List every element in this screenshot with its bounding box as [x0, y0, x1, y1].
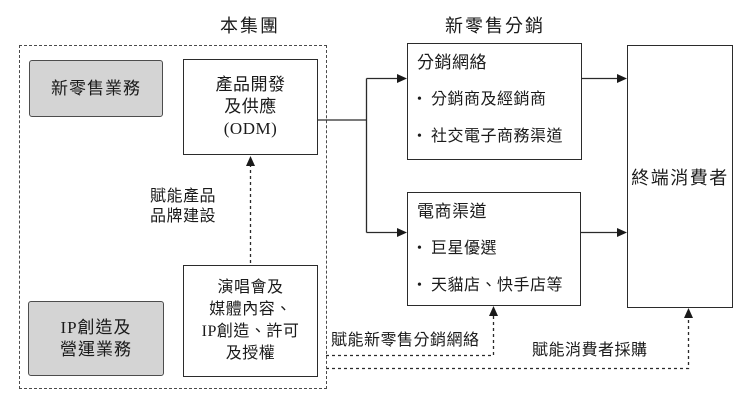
empower-product-brand-line-1: 賦能產品 — [149, 188, 216, 205]
end-consumer-label: 終端消費者 — [631, 167, 729, 188]
odm-box: 產品開發 及供應 (ODM) — [183, 59, 318, 155]
distribution-network-title: 分銷網絡 — [417, 53, 487, 72]
distribution-bullet-1-text: 分銷商及經銷商 — [431, 91, 547, 108]
distribution-network-box: 分銷網絡 • 分銷商及經銷商 • 社交電子商務渠道 — [407, 43, 582, 160]
bullet-icon: • — [417, 129, 423, 144]
ecommerce-channel-box: 電商渠道 • 巨星優選 • 天貓店、快手店等 — [407, 192, 581, 306]
connector-ecommerce-to-consumer — [581, 228, 627, 237]
connector-empower-distribution-dashed — [326, 306, 498, 357]
ip-content-box: 演唱會及 媒體內容、 IP創造、許可 及授權 — [183, 265, 318, 377]
connector-branch-to-ecommerce — [366, 228, 407, 237]
distribution-bullet-2: • 社交電子商務渠道 — [417, 127, 575, 147]
connector-branch-to-distribution-network — [366, 74, 407, 83]
distribution-bullet-2-text: 社交電子商務渠道 — [431, 128, 564, 145]
odm-line-3: (ODM) — [223, 119, 278, 138]
ecommerce-bullet-2: • 天貓店、快手店等 — [417, 276, 574, 296]
connector-distribution-to-consumer — [582, 74, 627, 83]
odm-line-2: 及供應 — [224, 97, 277, 116]
odm-line-1: 產品開發 — [215, 75, 286, 94]
ip-content-line-1: 演唱會及 — [217, 279, 284, 296]
bullet-icon: • — [417, 92, 423, 107]
connector-ip-content-to-odm-dashed — [246, 156, 255, 263]
ecommerce-channel-title: 電商渠道 — [417, 202, 487, 221]
ecommerce-bullet-1-text: 巨星優選 — [431, 240, 498, 257]
distribution-section-title: 新零售分銷 — [445, 16, 545, 36]
ip-content-line-4: 及授權 — [225, 345, 276, 362]
distribution-bullet-1: • 分銷商及經銷商 — [417, 90, 575, 110]
group-section-title: 本集團 — [220, 16, 280, 36]
bullet-icon: • — [417, 278, 423, 293]
bullet-icon: • — [417, 241, 423, 256]
group-dashed-boundary — [19, 45, 327, 389]
ip-content-line-3: IP創造、許可 — [201, 323, 300, 340]
ecommerce-bullet-2-text: 天貓店、快手店等 — [431, 277, 564, 294]
empower-distribution-network-label: 賦能新零售分銷網絡 — [331, 332, 480, 349]
new-retail-business-label: 新零售業務 — [51, 78, 141, 98]
ecommerce-bullet-1: • 巨星優選 — [417, 239, 574, 259]
empower-product-brand-line-2: 品牌建設 — [149, 208, 216, 225]
ip-business-line-1: IP創造及 — [60, 317, 132, 337]
new-retail-business-box: 新零售業務 — [29, 60, 163, 117]
connector-empower-consumer-dashed — [326, 308, 693, 370]
ip-business-box: IP創造及 營運業務 — [28, 301, 164, 376]
end-consumer-box: 終端消費者 — [627, 45, 733, 308]
empower-product-brand-label: 賦能產品 品牌建設 — [142, 187, 224, 227]
ip-content-line-2: 媒體內容、 — [209, 301, 292, 318]
ip-business-line-2: 營運業務 — [60, 339, 132, 359]
empower-consumer-purchase-label: 賦能消費者採購 — [532, 342, 648, 359]
